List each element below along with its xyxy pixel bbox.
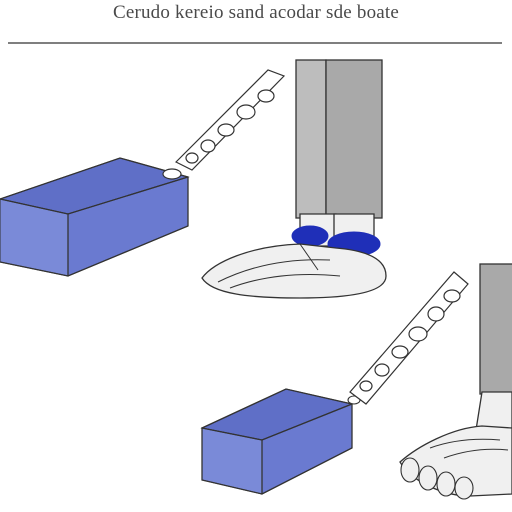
toe xyxy=(436,471,456,497)
bottom-leg xyxy=(399,263,512,500)
top-chain xyxy=(174,69,286,171)
chain-link xyxy=(359,380,373,392)
toe xyxy=(454,476,474,500)
top-leg-pant-left xyxy=(295,59,327,219)
top-ankle-band-left xyxy=(291,225,329,247)
top-block xyxy=(0,157,190,277)
bottom-leg-pant xyxy=(479,263,512,395)
chain-link xyxy=(427,306,445,322)
chain-link xyxy=(408,326,428,342)
chain-link xyxy=(374,363,390,377)
chain-link xyxy=(236,104,256,120)
top-leg-pant-right xyxy=(325,59,383,219)
toe xyxy=(418,465,438,491)
figure-title: Cerudo kereio sand acodar sde boate xyxy=(112,2,400,23)
chain-link xyxy=(217,123,235,137)
toe xyxy=(400,457,420,483)
chain-link xyxy=(200,139,216,153)
bottom-foot-detail xyxy=(429,438,509,459)
top-leg xyxy=(201,59,387,299)
bottom-block xyxy=(200,388,361,495)
chain-link xyxy=(391,345,409,359)
top-block-outline xyxy=(0,157,189,277)
chain-link xyxy=(257,89,275,103)
bottom-scene xyxy=(200,263,512,500)
top-foot-detail xyxy=(217,243,341,289)
top-scene xyxy=(0,59,387,299)
top-foot xyxy=(201,243,387,299)
chain-link xyxy=(443,289,461,303)
top-block-attachment xyxy=(162,168,182,180)
bottom-foot-toes xyxy=(400,457,474,500)
bottom-leg-ankle xyxy=(475,391,512,431)
chain-link xyxy=(185,152,199,164)
bottom-chain xyxy=(349,271,469,405)
